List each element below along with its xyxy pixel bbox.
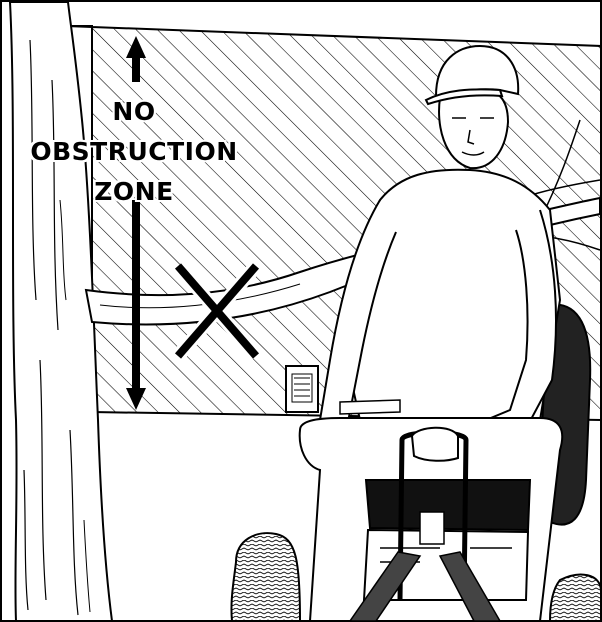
label-line-2: OBSTRUCTION	[14, 132, 254, 172]
left-tire	[231, 533, 300, 621]
no-obstruction-zone-label: NO OBSTRUCTION ZONE	[14, 92, 254, 212]
label-line-3: ZONE	[14, 172, 254, 212]
mower-body	[300, 418, 563, 621]
side-panel	[286, 366, 318, 412]
label-line-1: NO	[14, 92, 254, 132]
